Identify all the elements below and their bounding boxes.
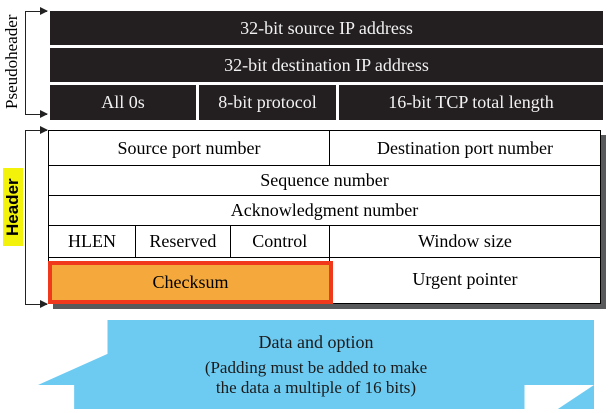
header-field-reserved: Reserved bbox=[134, 226, 230, 257]
header-field-source-port: Source port number bbox=[117, 137, 261, 158]
pseudoheader-section-label: Pseudoheader bbox=[2, 14, 21, 110]
pseudoheader-block: 32-bit source IP address 32-bit destinat… bbox=[50, 11, 603, 120]
pseudoheader-row: 32-bit source IP address bbox=[50, 11, 603, 45]
header-bracket bbox=[25, 130, 47, 305]
header-field-control: Control bbox=[229, 226, 329, 257]
header-bracket-bottom-arrow-icon bbox=[40, 300, 48, 308]
data-banner-note-line-2: the data a multiple of 16 bits) bbox=[215, 377, 417, 397]
header-field-urgent-pointer: Urgent pointer bbox=[328, 258, 600, 300]
header-field-hlen: HLEN bbox=[67, 231, 116, 251]
header-row: Source port number Destination port numb… bbox=[49, 131, 600, 165]
data-banner-title: Data and option bbox=[258, 331, 374, 352]
pseudoheader-field-all-zeros: All 0s bbox=[50, 85, 196, 120]
data-banner-note: (Padding must be added to make the data … bbox=[205, 358, 427, 397]
pseudoheader-bracket-top-arrow-icon bbox=[40, 6, 48, 15]
pseudoheader-field-tcp-total-length: 16-bit TCP total length bbox=[336, 85, 603, 120]
header-row: Acknowledgment number bbox=[49, 195, 600, 225]
header-field-window-size: Window size bbox=[328, 226, 600, 257]
header-bracket-top-arrow-icon bbox=[40, 125, 48, 134]
pseudoheader-row: 32-bit destination IP address bbox=[50, 48, 603, 82]
pseudoheader-bracket-bottom-arrow-icon bbox=[40, 110, 48, 118]
pseudoheader-field-protocol: 8-bit protocol bbox=[196, 85, 336, 120]
data-banner-text-group: Data and option (Padding must be added t… bbox=[38, 320, 594, 409]
header-field-destination-port: Destination port number bbox=[328, 131, 600, 165]
header-block: Source port number Destination port numb… bbox=[48, 130, 606, 309]
header-row: HLEN Reserved Control Window size bbox=[49, 225, 600, 257]
header-field-acknowledgment-number: Acknowledgment number bbox=[230, 200, 419, 220]
data-banner-ribbon-shape bbox=[38, 320, 594, 409]
header-table: Source port number Destination port numb… bbox=[48, 130, 601, 304]
pseudoheader-field-source-ip: 32-bit source IP address bbox=[50, 11, 603, 45]
data-and-option-banner: Data and option (Padding must be added t… bbox=[38, 320, 594, 409]
header-field-sequence-number: Sequence number bbox=[260, 170, 389, 190]
header-row: Sequence number bbox=[49, 165, 600, 195]
header-section-label: Header bbox=[3, 168, 23, 246]
data-banner-note-line-1: (Padding must be added to make bbox=[204, 357, 428, 377]
pseudoheader-field-destination-ip: 32-bit destination IP address bbox=[50, 48, 603, 82]
pseudoheader-bracket bbox=[25, 11, 47, 115]
pseudoheader-row: All 0s 8-bit protocol 16-bit TCP total l… bbox=[50, 85, 603, 120]
header-field-checksum-highlighted: Checksum bbox=[48, 261, 333, 304]
